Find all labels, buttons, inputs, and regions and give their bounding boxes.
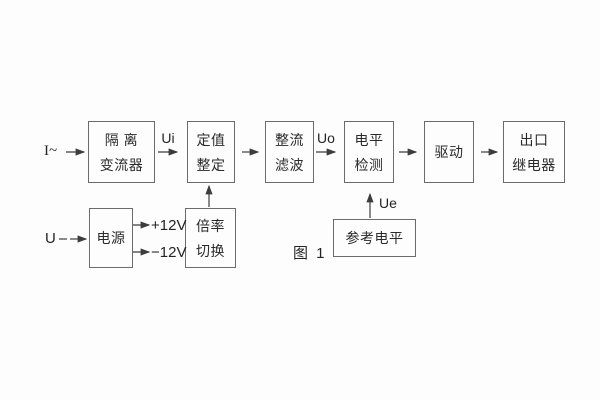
block-label: 定值 bbox=[196, 131, 226, 148]
block-drive: 驱动 bbox=[424, 121, 474, 183]
block-label: 倍率 bbox=[196, 217, 225, 234]
block-label: 参考电平 bbox=[345, 230, 404, 246]
block-setting-adjust: 定值 整定 bbox=[187, 121, 235, 183]
block-output-relay: 出口 继电器 bbox=[503, 121, 565, 183]
block-power-supply: 电源 bbox=[89, 208, 133, 268]
signal-label-ui: Ui bbox=[161, 130, 175, 146]
figure-caption: 图 1 bbox=[293, 245, 327, 262]
block-label: 滤波 bbox=[275, 156, 304, 173]
block-label: 变流器 bbox=[99, 156, 144, 173]
block-isolation-transformer: 隔 离 变流器 bbox=[88, 121, 155, 183]
signal-label-uo: Uo bbox=[317, 130, 335, 146]
signal-label-minus-12v: −12V bbox=[151, 244, 187, 261]
block-ratio-switch: 倍率 切换 bbox=[185, 208, 236, 268]
block-rectify-filter: 整流 滤波 bbox=[265, 121, 314, 183]
signal-label-plus-12v: +12V bbox=[151, 217, 187, 234]
signal-label-ue: Ue bbox=[379, 195, 397, 211]
block-reference-level: 参考电平 bbox=[333, 219, 416, 257]
block-label: 电源 bbox=[96, 230, 126, 246]
block-label: 驱动 bbox=[434, 144, 464, 160]
block-label: 继电器 bbox=[512, 156, 556, 173]
block-label: 整定 bbox=[196, 156, 226, 173]
block-label: 出口 bbox=[519, 131, 549, 148]
block-label: 电平 bbox=[354, 131, 384, 148]
block-label: 切换 bbox=[196, 242, 225, 259]
signal-label-current-input: I~ bbox=[44, 143, 58, 159]
signal-label-voltage-input: U bbox=[45, 230, 56, 247]
block-label: 检测 bbox=[354, 156, 384, 173]
block-level-detect: 电平 检测 bbox=[344, 121, 394, 183]
block-label: 整流 bbox=[275, 131, 304, 148]
block-label: 隔 离 bbox=[104, 131, 139, 148]
